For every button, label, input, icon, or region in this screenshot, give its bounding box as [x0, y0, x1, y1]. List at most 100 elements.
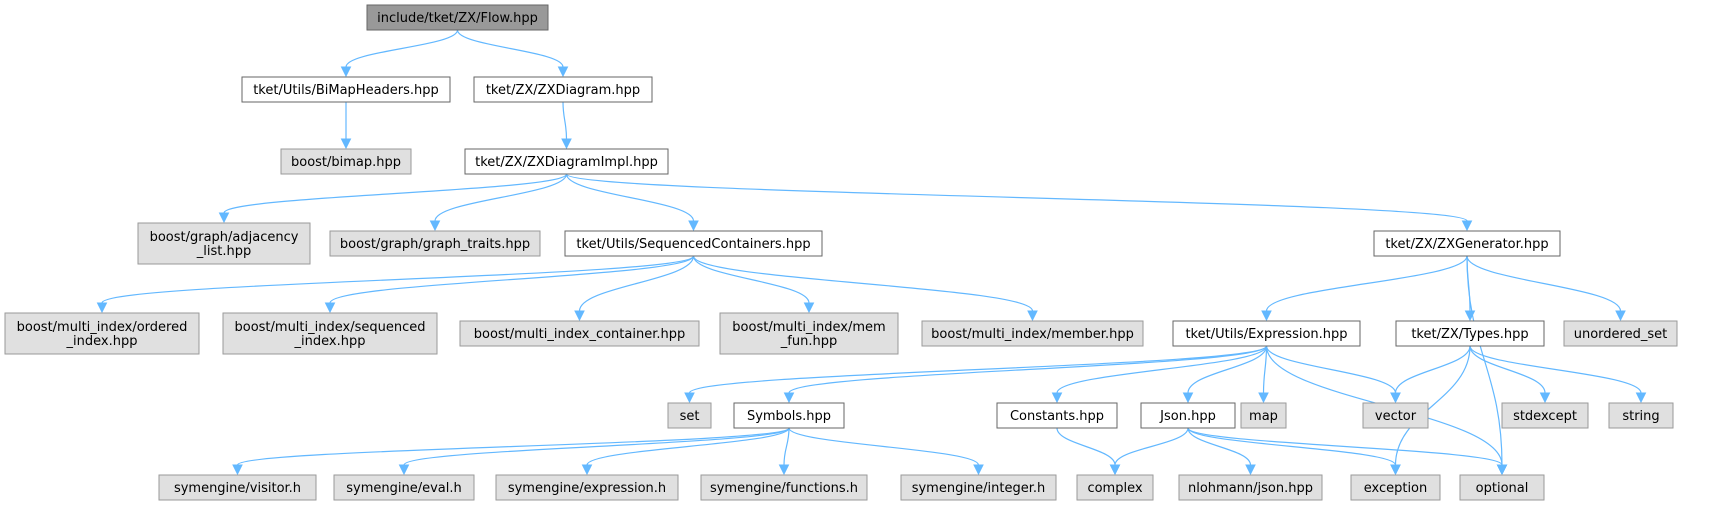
node-sequenced_index: boost/multi_index/sequenced_index.hpp — [222, 312, 438, 355]
node-box — [241, 76, 451, 103]
edge-arrowhead — [398, 464, 410, 476]
node-integer: symengine/integer.h — [900, 474, 1057, 501]
edge-line — [345, 29, 459, 68]
edge-seqcontainers-to-sequenced_index — [324, 255, 695, 314]
node-box — [280, 148, 412, 175]
edge-line — [1466, 255, 1622, 312]
node-label: tket/ZX/ZXDiagramImpl.hpp — [475, 155, 658, 170]
edge-zxgenerator-to-expression — [1261, 255, 1468, 322]
node-box — [733, 402, 845, 429]
node-box — [1350, 474, 1441, 501]
node-label: _fun.hpp — [780, 334, 837, 349]
node-types[interactable]: tket/ZX/Types.hpp — [1395, 320, 1545, 347]
node-json[interactable]: Json.hpp — [1140, 402, 1236, 429]
node-set: set — [667, 402, 712, 429]
node-eval: symengine/eval.h — [333, 474, 475, 501]
edge-seqcontainers-to-mem_fun — [692, 255, 815, 314]
node-label: map — [1249, 409, 1278, 424]
edge-line — [329, 255, 695, 304]
edge-line — [434, 173, 568, 222]
node-exception: exception — [1350, 474, 1441, 501]
edge-line — [1262, 345, 1268, 394]
node-box — [1140, 402, 1236, 429]
node-symbols[interactable]: Symbols.hpp — [733, 402, 845, 429]
node-box — [1373, 230, 1561, 257]
edge-line — [788, 345, 1268, 394]
edge-arrowhead — [96, 302, 108, 314]
edge-line — [1394, 345, 1471, 466]
edge-arrowhead — [340, 138, 352, 150]
node-bimap: boost/bimap.hpp — [280, 148, 412, 175]
node-zxdiagramimpl[interactable]: tket/ZX/ZXDiagramImpl.hpp — [464, 148, 669, 175]
node-label: string — [1622, 409, 1659, 424]
edge-line — [783, 427, 790, 466]
edge-symbols-to-visitor — [232, 427, 790, 476]
edge-arrowhead — [1461, 220, 1473, 232]
node-box — [1172, 320, 1361, 347]
node-label: complex — [1087, 481, 1142, 496]
edge-zxdiagramimpl-to-graph_traits — [429, 173, 568, 232]
node-box — [1501, 402, 1589, 429]
edge-symbols-to-functions — [778, 427, 790, 476]
node-zxdiagram[interactable]: tket/ZX/ZXDiagram.hpp — [473, 76, 653, 103]
edge-expression-to-map — [1258, 345, 1269, 404]
edge-line — [236, 427, 790, 466]
edge-line — [456, 29, 564, 68]
edge-arrowhead — [1027, 310, 1038, 322]
edge-arrowhead — [1182, 392, 1194, 404]
edge-zxgenerator-to-optional — [1466, 255, 1508, 476]
node-string: string — [1608, 402, 1674, 429]
node-box — [996, 402, 1118, 429]
edge-arrowhead — [1261, 310, 1272, 322]
edge-json-to-complex — [1109, 427, 1189, 476]
edge-line — [1265, 255, 1468, 312]
edge-zxdiagramimpl-to-zxgenerator — [565, 173, 1473, 232]
node-constants[interactable]: Constants.hpp — [996, 402, 1118, 429]
node-label: boost/multi_index_container.hpp — [474, 327, 685, 342]
edge-arrowhead — [1109, 464, 1121, 476]
node-map: map — [1240, 402, 1287, 429]
edge-symbols-to-symexpression — [581, 427, 790, 476]
edge-line — [1187, 345, 1268, 394]
edge-line — [1469, 345, 1642, 394]
node-box — [137, 222, 311, 265]
node-label: stdexcept — [1513, 409, 1577, 424]
node-seqcontainers[interactable]: tket/Utils/SequencedContainers.hpp — [564, 230, 823, 257]
edge-arrowhead — [1496, 464, 1508, 476]
node-vector: vector — [1362, 402, 1429, 429]
edge-arrowhead — [1390, 464, 1401, 476]
node-label: unordered_set — [1574, 327, 1667, 342]
edge-symbols-to-integer — [788, 427, 984, 476]
node-zxgenerator[interactable]: tket/ZX/ZXGenerator.hpp — [1373, 230, 1561, 257]
node-label: symengine/eval.h — [346, 481, 462, 496]
node-label: nlohmann/json.hpp — [1188, 481, 1313, 496]
node-label: symengine/functions.h — [710, 481, 858, 496]
node-box — [158, 474, 317, 501]
node-expression[interactable]: tket/Utils/Expression.hpp — [1172, 320, 1361, 347]
node-bimapheaders[interactable]: tket/Utils/BiMapHeaders.hpp — [241, 76, 451, 103]
edge-line — [578, 255, 695, 312]
edge-json-to-optional — [1187, 427, 1508, 476]
node-unordered_set: unordered_set — [1563, 320, 1678, 347]
edge-line — [1469, 345, 1546, 394]
edge-constants-to-complex — [1056, 427, 1121, 476]
edge-line — [1187, 427, 1252, 466]
edge-arrowhead — [688, 220, 699, 232]
node-label: boost/graph/graph_traits.hpp — [340, 237, 530, 252]
node-stdexcept: stdexcept — [1501, 402, 1589, 429]
edge-line — [1056, 427, 1116, 466]
edge-arrowhead — [973, 464, 984, 476]
node-label: boost/multi_index/mem — [732, 320, 885, 335]
node-box — [1459, 474, 1545, 501]
node-box — [1178, 474, 1323, 501]
node-box — [366, 4, 549, 31]
edge-line — [565, 173, 1468, 222]
node-nlohmann: nlohmann/json.hpp — [1178, 474, 1323, 501]
node-box — [329, 230, 541, 257]
node-label: include/tket/ZX/Flow.hpp — [377, 11, 538, 26]
node-visitor: symengine/visitor.h — [158, 474, 317, 501]
edge-arrowhead — [783, 392, 795, 404]
edge-line — [1056, 345, 1268, 394]
node-box — [459, 320, 700, 347]
